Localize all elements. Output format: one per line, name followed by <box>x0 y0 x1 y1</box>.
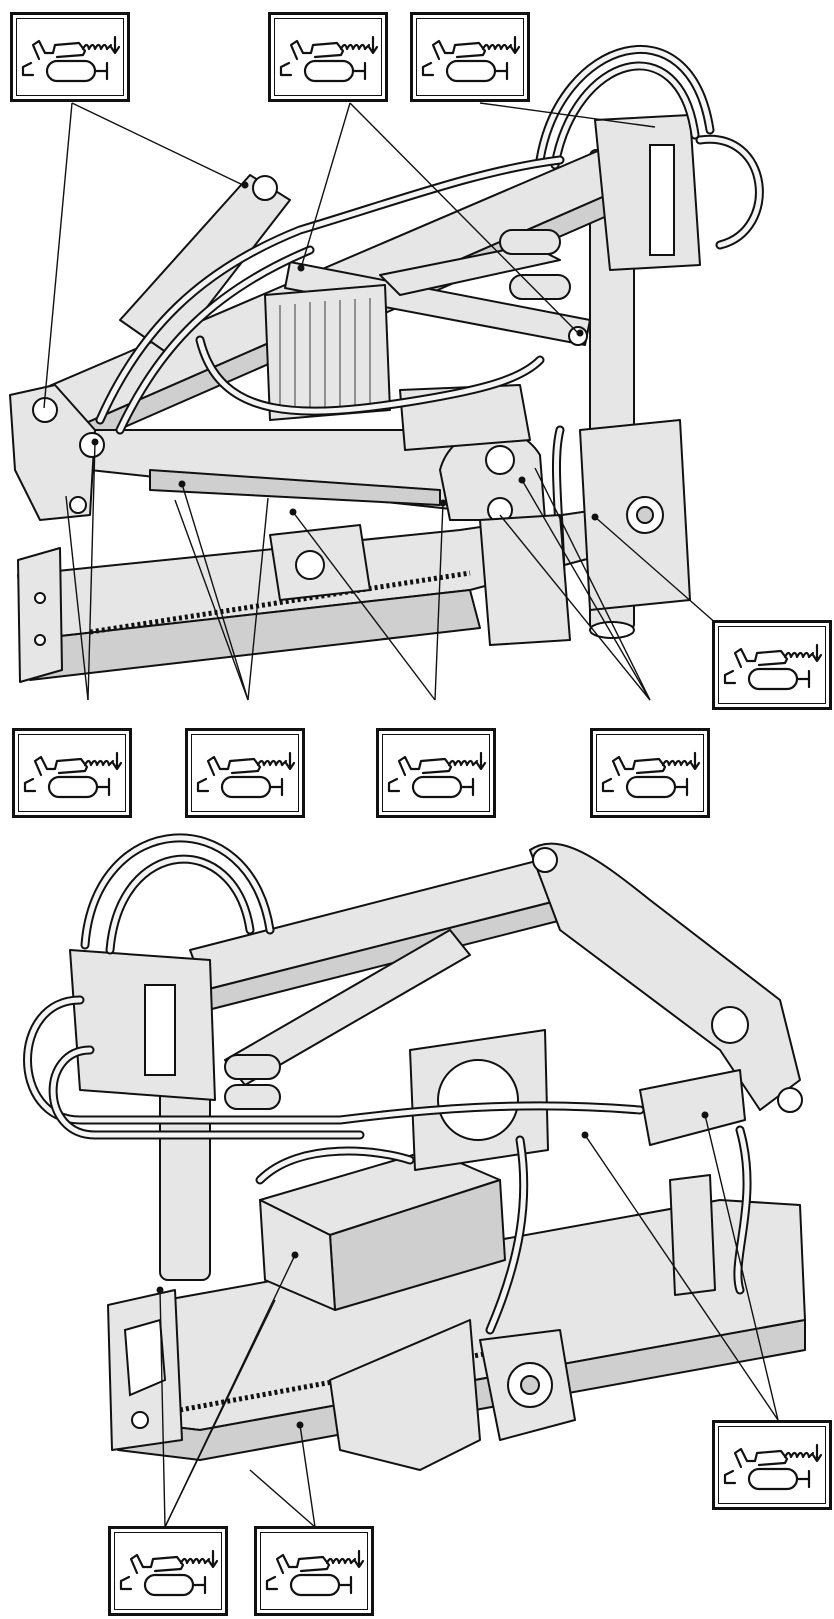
callout-row-4 <box>590 728 710 818</box>
grease-gun-icon <box>601 751 701 799</box>
callout-row-1 <box>12 728 132 818</box>
callout-bottom-right-edge <box>712 1420 832 1510</box>
top-machine <box>9 45 764 683</box>
grease-gun-icon <box>23 751 123 799</box>
grease-gun-icon <box>21 35 121 83</box>
grease-gun-icon <box>387 751 487 799</box>
callout-bottom-mid <box>254 1526 374 1616</box>
bottom-leader-lines <box>159 1114 779 1528</box>
grease-gun-icon <box>265 1549 365 1597</box>
callout-row-3 <box>376 728 496 818</box>
grease-gun-icon <box>119 1549 219 1597</box>
grease-gun-icon <box>196 751 296 799</box>
callout-row-2 <box>185 728 305 818</box>
callout-bottom-left <box>108 1526 228 1616</box>
callout-top-mid-left <box>268 12 388 102</box>
grease-gun-icon <box>723 1443 823 1491</box>
callout-top-mid-right <box>410 12 530 102</box>
grease-gun-icon <box>279 35 379 83</box>
bottom-machine <box>23 833 806 1471</box>
callout-top-right-edge <box>712 620 832 710</box>
callout-top-left <box>10 12 130 102</box>
grease-gun-icon <box>723 643 823 691</box>
grease-gun-icon <box>421 35 521 83</box>
top-leader-lines <box>43 102 719 701</box>
